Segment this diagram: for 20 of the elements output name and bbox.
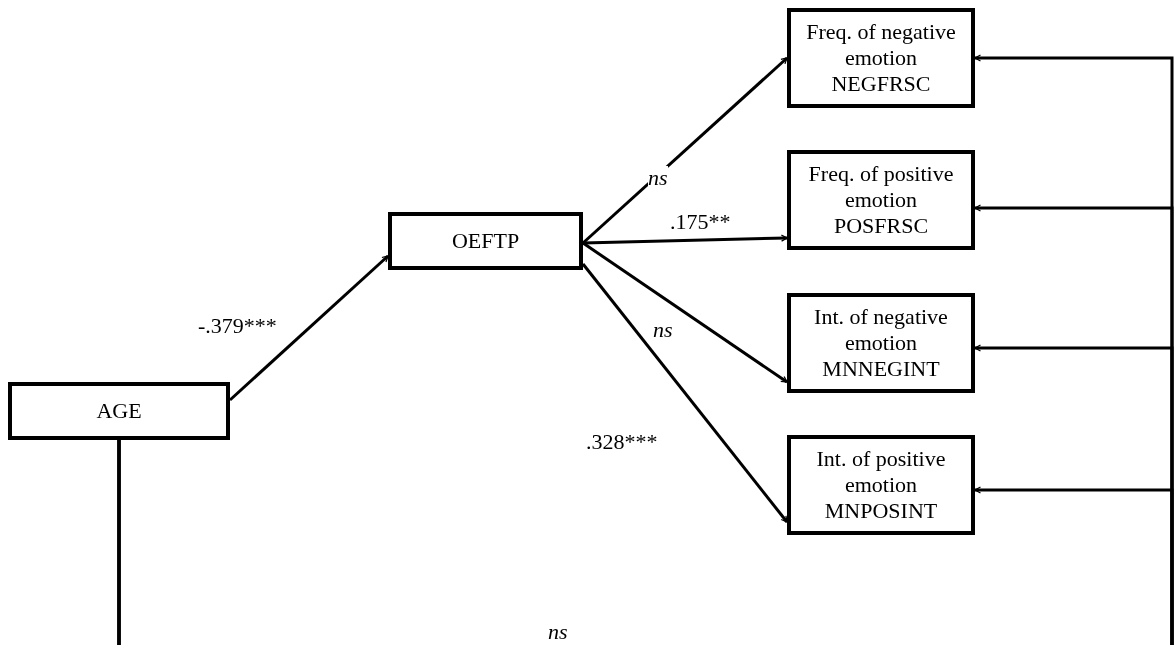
variable-label: POSFRSC: [833, 213, 929, 239]
variable-label: Freq. of positive emotion: [807, 161, 955, 213]
variable-label: OEFTP: [451, 228, 520, 254]
arrow: [582, 241, 788, 384]
variable-label: Int. of positive emotion: [815, 446, 947, 498]
variable-label: Int. of negative emotion: [813, 304, 949, 356]
variable-label: MNPOSINT: [824, 498, 938, 524]
variable-label: AGE: [96, 398, 142, 424]
variable-label: Freq. of negative emotion: [805, 19, 957, 71]
variable-box: [787, 150, 975, 250]
arrow: [117, 440, 1174, 645]
arrow: [582, 234, 788, 245]
variable-label: NEGFRSC: [831, 71, 931, 97]
variable-box: [8, 382, 230, 440]
variable-box: [787, 8, 975, 108]
variable-label: MNNEGINT: [822, 356, 940, 382]
variable-box: [388, 212, 583, 270]
variable-box: [787, 293, 975, 393]
arrow: [229, 254, 389, 402]
variable-box: [787, 435, 975, 535]
